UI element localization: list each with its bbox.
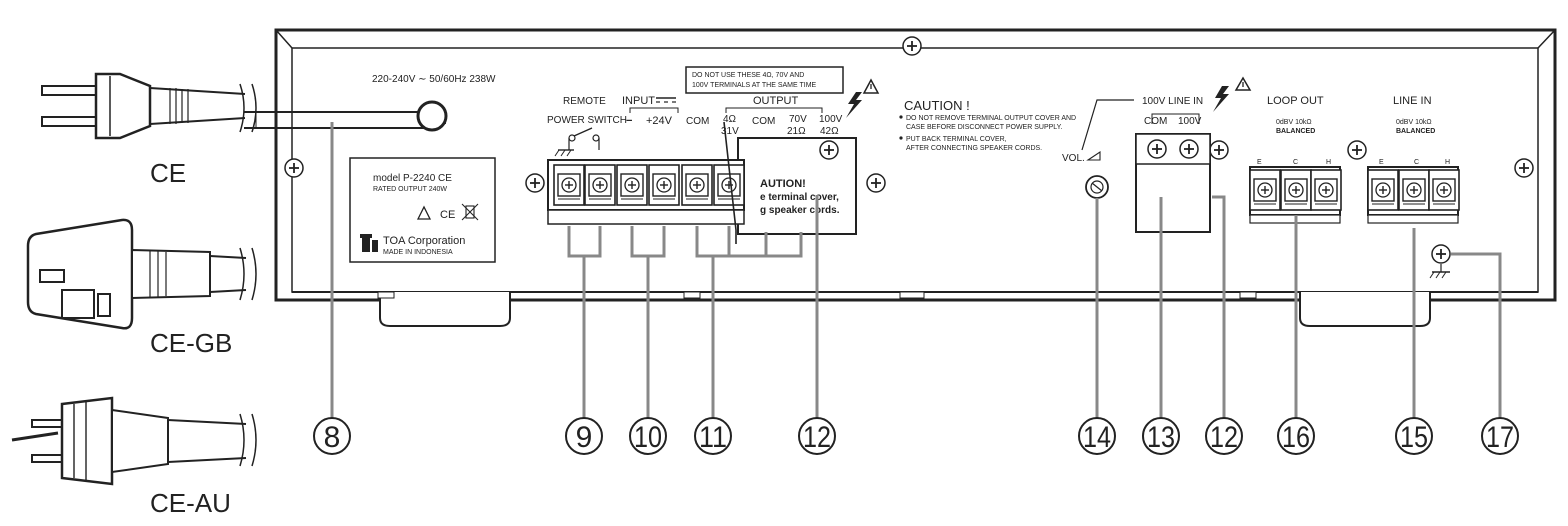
line-in-terminal <box>1367 166 1460 224</box>
callout-number: 11 <box>699 421 727 454</box>
weee-bin-icon <box>461 203 479 221</box>
output-70v-label: 70V <box>789 114 807 125</box>
callout-number: 12 <box>803 421 831 454</box>
callout-17: 17 <box>1481 417 1519 455</box>
switch-symbol-icon <box>554 127 600 157</box>
ground-icon <box>1429 264 1450 279</box>
line-in-label: LINE IN <box>1393 95 1432 107</box>
callout-8: 8 <box>313 417 351 455</box>
ce-gb-plug-drawing <box>26 218 257 330</box>
callout-9: 9 <box>565 417 603 455</box>
line100-label: 100V LINE IN <box>1142 96 1203 107</box>
volume-ramp-icon <box>1086 150 1101 161</box>
callout-16: 16 <box>1277 417 1315 455</box>
output-100v-label: 100V <box>819 114 843 125</box>
input-minus-label: − <box>626 115 632 127</box>
warning-triangle-icon <box>1234 76 1252 91</box>
callout-15: 15 <box>1395 417 1433 455</box>
ground-terminal <box>1431 244 1451 264</box>
chassis <box>274 28 1557 327</box>
output-label: OUTPUT <box>753 95 799 107</box>
callout-number: 14 <box>1083 421 1111 454</box>
power-cord <box>244 100 448 132</box>
nameplate: model P-2240 CE RATED OUTPUT 240W CE TOA… <box>349 157 496 263</box>
nameplate-model: model P-2240 CE <box>373 173 452 184</box>
input-label: INPUT <box>622 95 655 107</box>
line100-100v-label: 100V <box>1178 116 1202 127</box>
triangle-mark-icon <box>416 205 432 220</box>
callout-11: 11 <box>694 417 732 455</box>
plug-label-ce: CE <box>150 158 186 188</box>
line100-com-label: COM <box>1144 116 1167 127</box>
callout-13: 13 <box>1142 417 1180 455</box>
callout-14: 14 <box>1078 417 1116 455</box>
input-plus-label: +24V <box>646 115 673 127</box>
volume-knob[interactable] <box>1085 175 1109 199</box>
nameplate-company: TOA Corporation <box>383 235 465 247</box>
vol-label: VOL. <box>1062 153 1085 164</box>
dc-symbol-icon <box>656 97 676 103</box>
ce-plug-drawing <box>41 72 257 140</box>
output-com2-label: COM <box>752 116 775 127</box>
cover-text-2: e terminal cover, <box>760 192 839 203</box>
cover-text-3: g speaker cords. <box>760 205 840 216</box>
loop-balanced: BALANCED <box>1276 128 1315 135</box>
callout-number: 10 <box>634 421 662 454</box>
callout-12: 12 <box>1205 417 1243 455</box>
callout-number: 12 <box>1210 421 1238 454</box>
high-voltage-icon <box>846 92 862 118</box>
line-e-label: E <box>1379 159 1384 166</box>
plug-label-ce-au: CE-AU <box>150 488 231 518</box>
caution-line-1: DO NOT REMOVE TERMINAL OUTPUT COVER AND <box>906 115 1076 122</box>
warning-triangle-icon <box>862 78 880 94</box>
ce-mark: CE <box>440 209 455 221</box>
callout-number: 16 <box>1282 421 1310 454</box>
high-voltage-icon <box>1213 86 1229 112</box>
toa-logo-icon <box>360 234 378 252</box>
power-switch-label: POWER SWITCH <box>547 115 627 126</box>
loop-spec: 0dBV 10kΩ <box>1276 119 1312 126</box>
line-c-label: C <box>1414 159 1419 166</box>
output-31v-label: 31V <box>721 126 739 137</box>
loop-out-terminal <box>1249 166 1342 224</box>
nameplate-rated-output: RATED OUTPUT 240W <box>373 186 447 193</box>
loop-c-label: C <box>1293 159 1298 166</box>
plug-label-ce-gb: CE-GB <box>150 328 232 358</box>
leader-lines <box>330 122 1502 418</box>
caution-line-3: PUT BACK TERMINAL COVER, <box>906 136 1007 143</box>
caution-line-4: AFTER CONNECTING SPEAKER CORDS. <box>906 145 1042 152</box>
output-21ohm-label: 21Ω <box>787 126 806 137</box>
line100-terminal <box>1135 133 1211 233</box>
callout-number: 17 <box>1486 421 1514 454</box>
callout-number: 13 <box>1147 421 1175 454</box>
line-h-label: H <box>1445 159 1450 166</box>
loop-e-label: E <box>1257 159 1262 166</box>
loop-out-label: LOOP OUT <box>1267 95 1324 107</box>
nameplate-origin: MADE IN INDONESIA <box>383 249 453 256</box>
cover-text-1: AUTION! <box>760 178 806 190</box>
callout-10: 10 <box>629 417 667 455</box>
caution-line-2: CASE BEFORE DISCONNECT POWER SUPPLY. <box>906 124 1062 131</box>
callouts: 8 9 10 11 12 14 13 12 <box>313 417 1519 455</box>
line-balanced: BALANCED <box>1396 128 1435 135</box>
remote-label: REMOTE <box>563 96 606 107</box>
callout-number: 9 <box>576 421 593 454</box>
callout-number: 8 <box>324 421 341 454</box>
output-com1-label: COM <box>686 116 709 127</box>
callout-number: 15 <box>1400 421 1428 454</box>
output-4ohm-label: 4Ω <box>723 114 737 125</box>
line-spec: 0dBV 10kΩ <box>1396 119 1432 126</box>
loop-h-label: H <box>1326 159 1331 166</box>
caution-title: CAUTION ! <box>904 98 970 113</box>
power-rating-label: 220-240V ∼ 50/60Hz 238W <box>372 74 496 85</box>
callout-12: 12 <box>798 417 836 455</box>
warning-line-2: 100V TERMINALS AT THE SAME TIME <box>692 82 817 89</box>
warning-box <box>685 66 844 94</box>
main-terminal-block <box>547 159 745 225</box>
warning-line-1: DO NOT USE THESE 4Ω, 70V AND <box>692 72 804 79</box>
output-42ohm-label: 42Ω <box>820 126 839 137</box>
ce-au-plug-drawing <box>11 396 257 486</box>
terminal-cover: AUTION! e terminal cover, g speaker cord… <box>737 137 857 235</box>
